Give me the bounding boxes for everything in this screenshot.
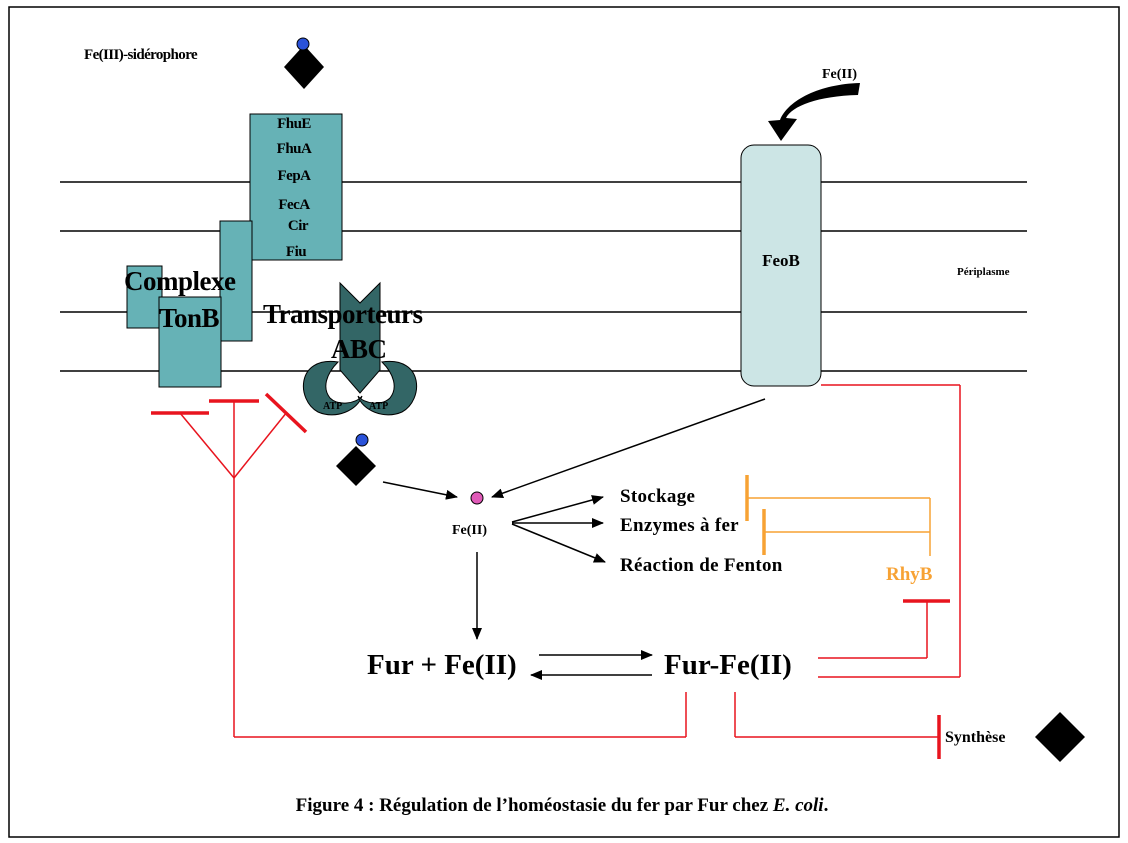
atp-left-label: ATP [323,401,342,412]
transporteurs-label-1: Transporteurs [263,299,423,329]
feob-box [740,144,822,387]
tonb-part-tall [219,220,253,342]
siderophore-top-icon [284,45,324,89]
feob: FeoB Fe(II) [740,67,860,387]
receptor-feca: FecA [278,197,310,213]
rhyb-label: RhyB [886,564,933,585]
fur-fe-label: Fur + Fe(II) [367,649,517,681]
rhyb-repression-bars [745,475,766,555]
caption-species: E. coli [772,795,824,816]
iron-dot-icon [296,37,310,51]
fe2-top-label: Fe(II) [822,67,857,82]
abc-transporter: Transporteurs ABC ATP ATP [263,281,423,416]
periplasme-label: Périplasme [957,266,1010,278]
receptor-fhua: FhuA [277,141,312,157]
atp-right-label: ATP [369,401,388,412]
arrow-siderophore-to-fe [382,481,458,500]
fenton-label: Réaction de Fenton [620,555,783,576]
fur-repression-lines [179,384,961,738]
enzymes-label: Enzymes à fer [620,515,739,536]
curved-arrow-icon [768,83,860,141]
complexe-label-2: TonB [159,303,220,333]
rhyb-repression-lines [747,497,931,556]
receptor-fepa: FepA [278,168,312,184]
siderophore-synthesis-icon [1035,712,1085,762]
fur-complex-label: Fur-Fe(II) [664,649,792,681]
tonb-complex: Complexe TonB [124,220,253,388]
abc-chevron [339,281,381,394]
receptor-fiu: Fiu [286,244,306,260]
iron-dot-internal-icon [355,433,369,447]
arrow-to-stockage [511,495,604,523]
repression-bar-abc [264,392,308,434]
caption-suffix: . [824,795,829,816]
outer-receptor-box [249,113,343,261]
feob-label: FeoB [762,251,800,270]
flow-arrows [382,398,766,680]
complexe-label-1: Complexe [124,266,236,296]
figure-caption: Figure 4 : Régulation de l’homéostasie d… [296,795,829,816]
caption-prefix: Figure 4 : Régulation de l’homéostasie d… [296,795,773,816]
fe2-center-dot-icon [470,491,484,505]
receptor-cir: Cir [288,218,309,234]
tonb-part-base [158,296,222,388]
siderophore-internal [336,433,376,486]
siderophore-label: Fe(III)-sidérophore [84,47,198,63]
abc-right-lobe [357,361,417,416]
synthese-label: Synthèse [945,729,1005,746]
iron-fates: Stockage Enzymes à fer Réaction de Fento… [620,486,783,576]
stockage-label: Stockage [620,486,695,507]
arrow-to-fenton [511,523,606,563]
siderophore-top: Fe(III)-sidérophore [84,37,324,89]
transporteurs-label-2: ABC [331,334,387,364]
outer-receptor-labels: FhuE FhuA FepA FecA Cir Fiu [277,116,313,260]
figure-frame [8,6,1120,838]
fe2-center-label: Fe(II) [452,523,487,538]
receptor-fhue: FhuE [277,116,311,132]
siderophore-internal-icon [336,446,376,486]
arrow-feob-to-fe [491,398,766,498]
repression-bars [151,392,950,759]
